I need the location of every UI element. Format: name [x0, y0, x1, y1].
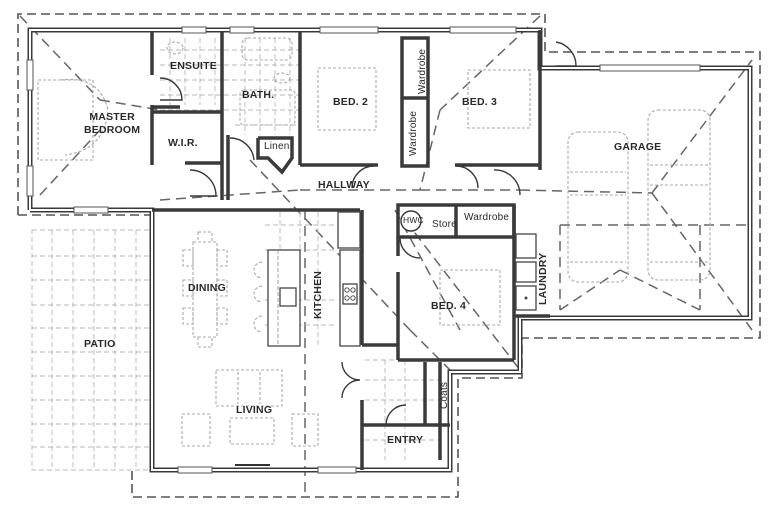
- windows: [26, 26, 701, 474]
- patio-label: PATIO: [84, 338, 116, 350]
- hwc-label: HWC: [403, 215, 424, 225]
- ensuite-label: ENSUITE: [170, 60, 217, 72]
- kitchen-counters: [253, 211, 361, 347]
- exterior-walls: [27, 27, 753, 473]
- linen-label: Linen: [264, 141, 290, 152]
- bed3-label: BED. 3: [462, 96, 498, 108]
- store-label: Store: [432, 219, 457, 230]
- bed2-label: BED. 2: [333, 96, 369, 108]
- roof-hip-lines: [19, 15, 753, 497]
- bed4-label: BED. 4: [431, 300, 467, 312]
- hot-water-cylinder: [400, 210, 422, 232]
- doors: [159, 41, 577, 426]
- master-bedroom-label-line1: MASTER: [89, 111, 135, 123]
- wardrobe-upper-label: Wardrobe: [417, 48, 428, 94]
- master-bedroom-label-line2: BEDROOM: [84, 123, 141, 136]
- bathroom-tiles: [160, 38, 440, 460]
- laundry-appliances: [515, 233, 537, 311]
- bath-label: BATH.: [242, 89, 275, 101]
- coats-label: Coats: [439, 381, 450, 409]
- garage-label: GARAGE: [614, 141, 662, 153]
- wardrobe-bed4-label: Wardrobe: [464, 212, 510, 223]
- roof-outline: [17, 13, 761, 498]
- hallway-label: HALLWAY: [318, 179, 370, 191]
- garage-cars: [567, 109, 711, 283]
- entry-label: ENTRY: [387, 434, 424, 446]
- bed-furniture: [37, 67, 531, 326]
- laundry-label: LAUNDRY: [537, 252, 549, 305]
- dining-table: [182, 231, 228, 348]
- kitchen-label: KITCHEN: [312, 270, 324, 319]
- master-bedroom-label: MASTER BEDROOM: [84, 112, 140, 135]
- living-furniture: [181, 369, 319, 447]
- wardrobe-lower-label: Wardrobe: [408, 110, 419, 156]
- patio-tiles: [31, 229, 151, 471]
- dining-label: DINING: [188, 282, 226, 294]
- interior-walls: [150, 30, 550, 470]
- living-label: LIVING: [236, 404, 273, 416]
- wir-label: W.I.R.: [168, 137, 198, 149]
- bathroom-fixtures: [166, 37, 296, 126]
